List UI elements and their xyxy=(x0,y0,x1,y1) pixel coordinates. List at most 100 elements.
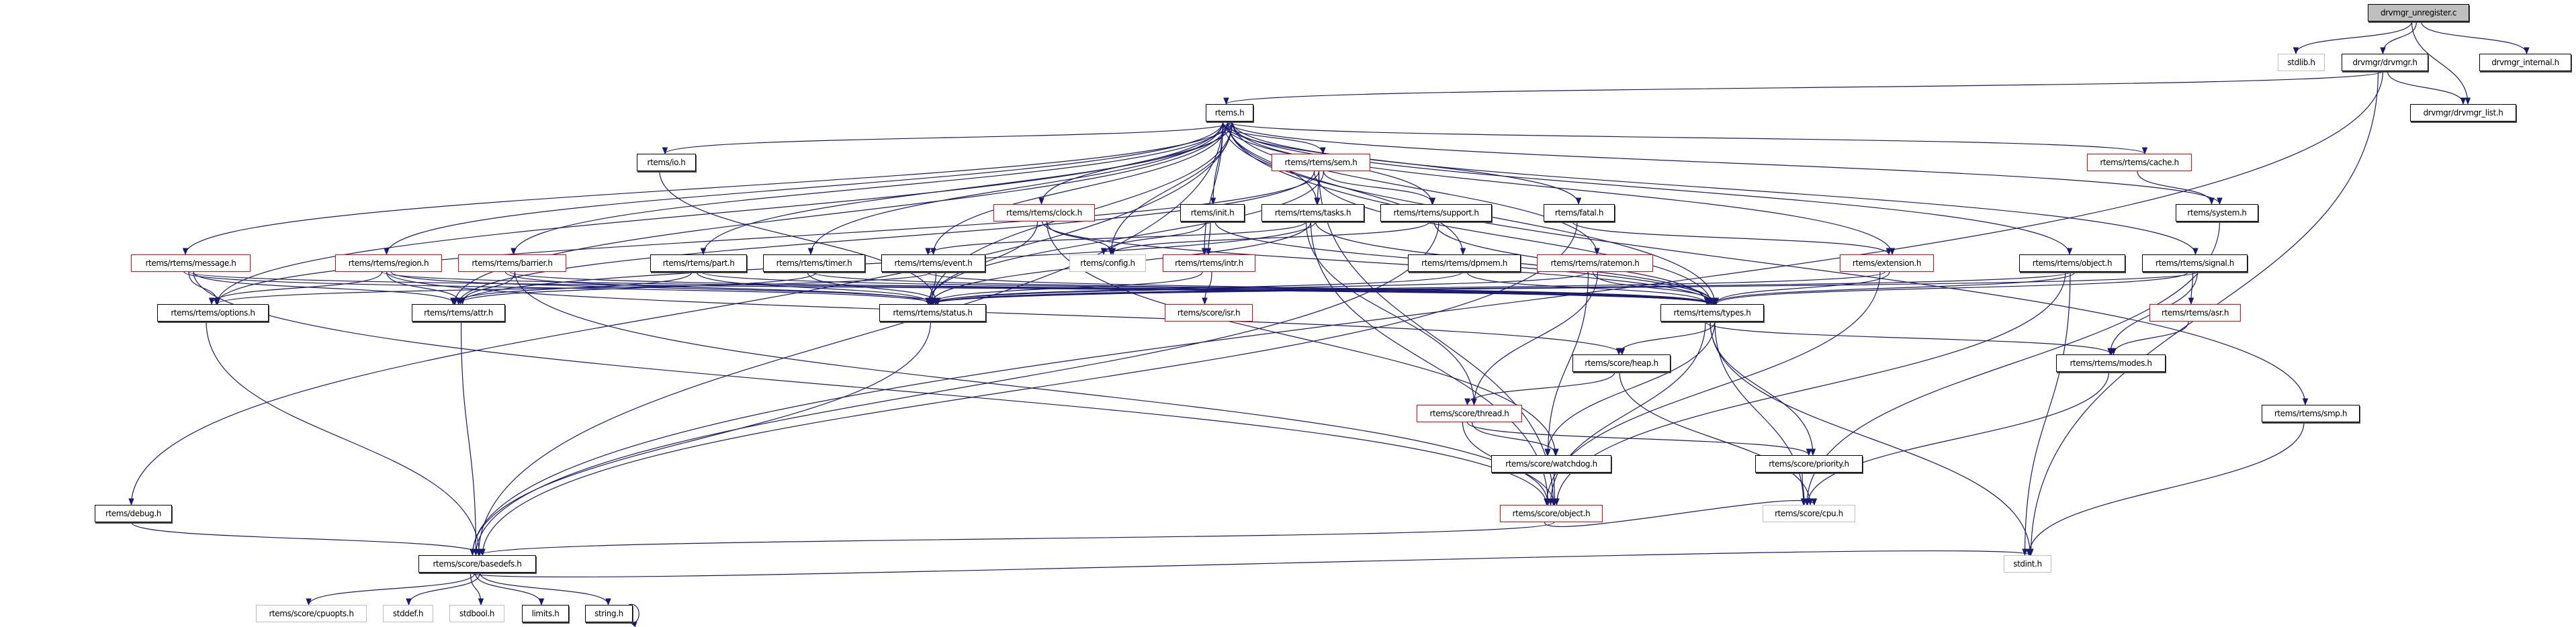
edge-cache-to-system xyxy=(2137,171,2215,205)
edge-extension-to-status xyxy=(930,271,1885,305)
edge-message-to-sobject xyxy=(193,271,1550,506)
node-heap[interactable]: rtems/score/heap.h xyxy=(1572,354,1671,372)
node-support[interactable]: rtems/rtems/support.h xyxy=(1380,204,1492,222)
node-root[interactable]: drvmgr_unregister.c xyxy=(2368,4,2469,21)
edge-event-to-types xyxy=(926,271,1716,305)
edge-rtems-to-cache xyxy=(1227,121,2147,155)
edge-io-to-status xyxy=(659,171,939,305)
node-asr[interactable]: rtems/rtems/asr.h xyxy=(2149,304,2241,322)
node-io[interactable]: rtems/io.h xyxy=(637,154,696,171)
node-intr[interactable]: rtems/rtems/intr.h xyxy=(1163,254,1255,272)
edge-barrier-to-types xyxy=(509,271,1714,305)
node-robject[interactable]: rtems/rtems/object.h xyxy=(2019,254,2125,272)
edge-signal-to-status xyxy=(930,271,2199,305)
node-cpu[interactable]: rtems/score/cpu.h xyxy=(1763,505,1855,522)
node-stddef[interactable]: stddef.h xyxy=(383,605,433,622)
edge-drvmgr-to-rtems xyxy=(1223,70,2384,105)
node-watchdog[interactable]: rtems/score/watchdog.h xyxy=(1491,455,1611,473)
node-dpmem[interactable]: rtems/rtems/dpmem.h xyxy=(1408,254,1521,272)
node-stdbool[interactable]: stdbool.h xyxy=(449,605,504,622)
edge-heap-to-cpu xyxy=(1619,371,1814,506)
edge-barrier-to-attr xyxy=(459,271,516,305)
edge-rtems-to-io xyxy=(662,121,1233,155)
node-region[interactable]: rtems/rtems/region.h xyxy=(335,254,442,272)
node-ratemon[interactable]: rtems/rtems/ratemon.h xyxy=(1537,254,1653,272)
node-timer[interactable]: rtems/rtems/timer.h xyxy=(763,254,865,272)
node-priority[interactable]: rtems/score/priority.h xyxy=(1755,455,1863,473)
edge-system-to-cpu xyxy=(1804,221,2221,506)
edge-types-to-priority xyxy=(1709,321,1816,456)
node-config[interactable]: rtems/config.h xyxy=(1069,254,1146,272)
node-clock[interactable]: rtems/rtems/clock.h xyxy=(993,204,1095,222)
edge-sem-to-types xyxy=(1313,171,1714,305)
edge-types-to-heap xyxy=(1615,321,1716,356)
edge-fatal-to-basedefs xyxy=(480,221,1578,557)
edge-barrier-to-status xyxy=(504,271,932,305)
edge-part-to-status xyxy=(696,271,934,305)
edge-signal-to-types xyxy=(1713,271,2189,305)
edge-robject-to-stdint xyxy=(2022,271,2071,557)
node-drvmgr[interactable]: drvmgr/drvmgr.h xyxy=(2342,54,2428,71)
edge-basedefs-to-stdint xyxy=(470,548,2033,578)
node-smp[interactable]: rtems/rtems/smp.h xyxy=(2262,405,2360,422)
edge-rtems-to-ratemon xyxy=(1231,121,1600,256)
node-system[interactable]: rtems/system.h xyxy=(2176,204,2258,222)
edge-types-to-cpu xyxy=(1714,321,1807,506)
node-isr[interactable]: rtems/score/isr.h xyxy=(1165,304,1253,322)
node-rtems[interactable]: rtems.h xyxy=(1206,104,1253,122)
edge-region-to-options xyxy=(208,271,383,305)
edge-rtems-to-part xyxy=(700,121,1233,256)
edge-support-to-config xyxy=(1108,221,1430,256)
node-cache[interactable]: rtems/rtems/cache.h xyxy=(2087,154,2192,171)
node-options[interactable]: rtems/rtems/options.h xyxy=(157,304,269,322)
node-barrier[interactable]: rtems/rtems/barrier.h xyxy=(458,254,566,272)
node-drvmgr-internal[interactable]: drvmgr_internal.h xyxy=(2479,54,2571,71)
node-part[interactable]: rtems/rtems/part.h xyxy=(650,254,747,272)
node-string[interactable]: string.h xyxy=(585,605,633,622)
edge-root-to-drvmgr xyxy=(2380,21,2417,55)
node-attr[interactable]: rtems/rtems/attr.h xyxy=(412,304,505,322)
edge-rtems-to-intr xyxy=(1201,121,1224,256)
node-types[interactable]: rtems/rtems/types.h xyxy=(1660,304,1764,322)
edge-message-to-attr xyxy=(193,271,458,305)
edge-drvmgr-to-drvmgr_list xyxy=(2387,70,2467,105)
node-fatal[interactable]: rtems/fatal.h xyxy=(1544,204,1615,222)
node-modes[interactable]: rtems/rtems/modes.h xyxy=(2056,354,2166,372)
edge-rtems-to-basedefs xyxy=(476,121,1224,557)
edge-rtems-to-smp xyxy=(1227,121,2309,406)
node-drvmgr-list[interactable]: drvmgr/drvmgr_list.h xyxy=(2410,104,2516,122)
edge-extension-to-types xyxy=(1712,271,1890,305)
edge-sobject-to-basedefs xyxy=(476,522,1555,557)
node-event[interactable]: rtems/rtems/event.h xyxy=(881,254,985,272)
node-init[interactable]: rtems/init.h xyxy=(1180,204,1245,222)
edge-types-to-stdint xyxy=(1709,321,2033,557)
edge-priority-to-cpu xyxy=(1801,472,1808,506)
node-extension[interactable]: rtems/extension.h xyxy=(1840,254,1934,272)
edge-basedefs-to-limits xyxy=(474,572,545,606)
node-stdlib[interactable]: stdlib.h xyxy=(2278,54,2325,71)
edge-region-to-status xyxy=(390,271,941,305)
edge-timer-to-attr xyxy=(455,271,817,305)
node-sem[interactable]: rtems/rtems/sem.h xyxy=(1272,154,1370,171)
node-status[interactable]: rtems/rtems/status.h xyxy=(879,304,986,322)
edge-root-to-stdlib xyxy=(2293,21,2413,55)
node-signal[interactable]: rtems/rtems/signal.h xyxy=(2142,254,2248,272)
node-tasks[interactable]: rtems/rtems/tasks.h xyxy=(1261,204,1364,222)
edge-barrier-to-sobject xyxy=(514,271,1557,506)
node-sobject[interactable]: rtems/score/object.h xyxy=(1500,505,1603,522)
edge-tasks-to-thread xyxy=(1305,221,1477,406)
edge-sem-to-options xyxy=(213,171,1320,305)
edge-rtems-to-extension xyxy=(1222,121,1896,256)
node-basedefs[interactable]: rtems/score/basedefs.h xyxy=(418,555,536,573)
node-cpuopts[interactable]: rtems/score/cpuopts.h xyxy=(256,605,367,622)
edge-rtems-to-event xyxy=(930,121,1229,256)
edge-message-to-status xyxy=(183,271,936,305)
node-limits[interactable]: limits.h xyxy=(522,605,569,622)
edge-part-to-attr xyxy=(450,271,693,305)
node-debug[interactable]: rtems/debug.h xyxy=(95,505,172,522)
node-message[interactable]: rtems/rtems/message.h xyxy=(131,254,251,272)
node-stdint[interactable]: stdint.h xyxy=(2004,555,2051,573)
edge-watchdog-to-sobject xyxy=(1552,472,1558,506)
node-thread[interactable]: rtems/score/thread.h xyxy=(1417,405,1522,422)
edge-debug-to-basedefs xyxy=(130,522,486,557)
